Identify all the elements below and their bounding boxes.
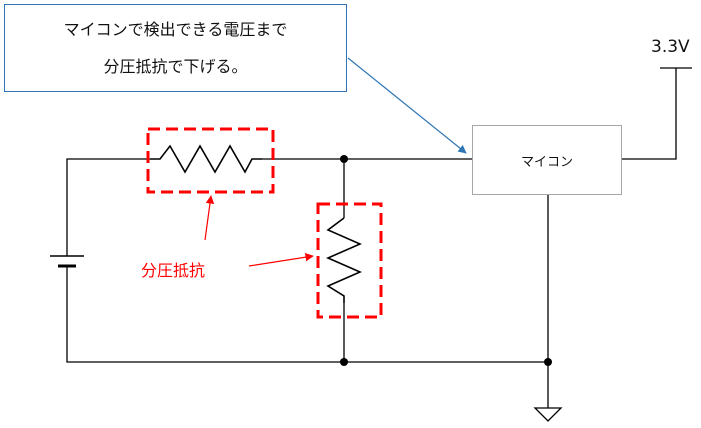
junction-dot-bottom-left	[340, 358, 348, 366]
red-arrow-to-horizontal-resistor	[204, 195, 215, 241]
wire-left-top	[66, 158, 150, 256]
microcontroller-box: マイコン	[472, 125, 622, 195]
highlight-box-vertical-resistor	[316, 202, 383, 319]
ground-symbol	[533, 407, 563, 422]
callout-box: マイコンで検出できる電圧まで 分圧抵抗で下げる。	[4, 4, 347, 92]
microcontroller-label: マイコン	[520, 154, 573, 170]
red-arrow-to-vertical-resistor	[248, 253, 314, 267]
highlight-box-horizontal-resistor	[146, 127, 275, 194]
callout-text-line2: 分圧抵抗で下げる。	[103, 57, 248, 76]
callout-arrow	[347, 57, 467, 154]
junction-dot-bottom-right	[544, 358, 552, 366]
resistor-horizontal	[150, 144, 262, 174]
callout-text-line1: マイコンで検出できる電圧まで	[63, 20, 288, 39]
supply-voltage-label: 3.3V	[651, 37, 690, 57]
wire-left-bottom	[66, 266, 548, 363]
battery-symbol	[50, 255, 84, 268]
wire-mcu-to-supply	[622, 68, 677, 160]
resistor-vertical	[326, 217, 362, 303]
junction-dot-top	[340, 155, 348, 163]
wires	[66, 67, 692, 408]
voltage-divider-label: 分圧抵抗	[141, 261, 206, 280]
